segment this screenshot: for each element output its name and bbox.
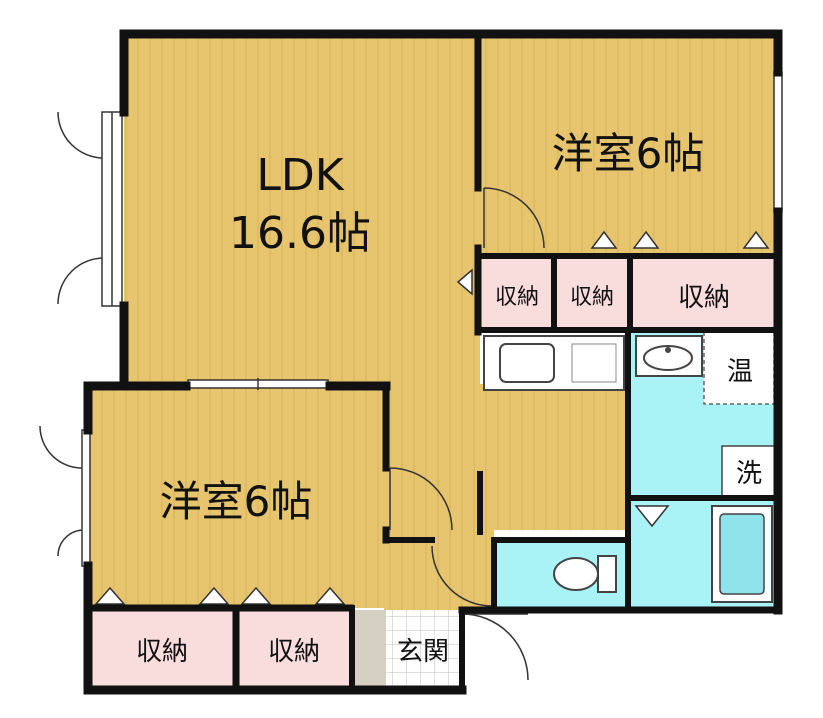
washing-machine-space bbox=[721, 445, 777, 499]
windows bbox=[81, 71, 783, 567]
bedroom-right-floor bbox=[480, 34, 776, 256]
storage-closet-c bbox=[632, 258, 776, 328]
ldk-name-label: LDK bbox=[256, 150, 344, 201]
genkan-step bbox=[352, 610, 386, 688]
storage-d-label: 収納 bbox=[136, 637, 188, 667]
bedroom-right-label: 洋室6帖 bbox=[552, 129, 705, 178]
storage-c-label: 収納 bbox=[678, 283, 730, 313]
water-heater-label: 温 bbox=[727, 357, 753, 387]
storage-closet-a bbox=[480, 258, 552, 328]
bedroom-left-label: 洋室6帖 bbox=[160, 477, 313, 526]
door-swings bbox=[39, 111, 545, 681]
entrance-label: 玄関 bbox=[397, 637, 449, 667]
ldk-floor bbox=[124, 34, 626, 610]
genkan-floor bbox=[386, 610, 460, 688]
kitchen-counter bbox=[483, 335, 625, 391]
ldk-size-label: 16.6帖 bbox=[229, 208, 371, 259]
storage-a-label: 収納 bbox=[495, 285, 539, 310]
bedroom-left-floor bbox=[90, 386, 384, 608]
storage-closet-b bbox=[556, 258, 628, 328]
storage-e-label: 収納 bbox=[268, 637, 320, 667]
washbasin bbox=[635, 335, 703, 377]
toilet bbox=[553, 555, 617, 593]
storage-closet-e bbox=[238, 608, 350, 688]
storage-closet-d bbox=[90, 608, 234, 688]
storage-b-label: 収納 bbox=[570, 285, 614, 310]
closet-door-marks bbox=[94, 230, 770, 605]
washer-label: 洗 bbox=[736, 459, 762, 489]
bathtub bbox=[711, 505, 773, 603]
walls bbox=[83, 29, 783, 695]
